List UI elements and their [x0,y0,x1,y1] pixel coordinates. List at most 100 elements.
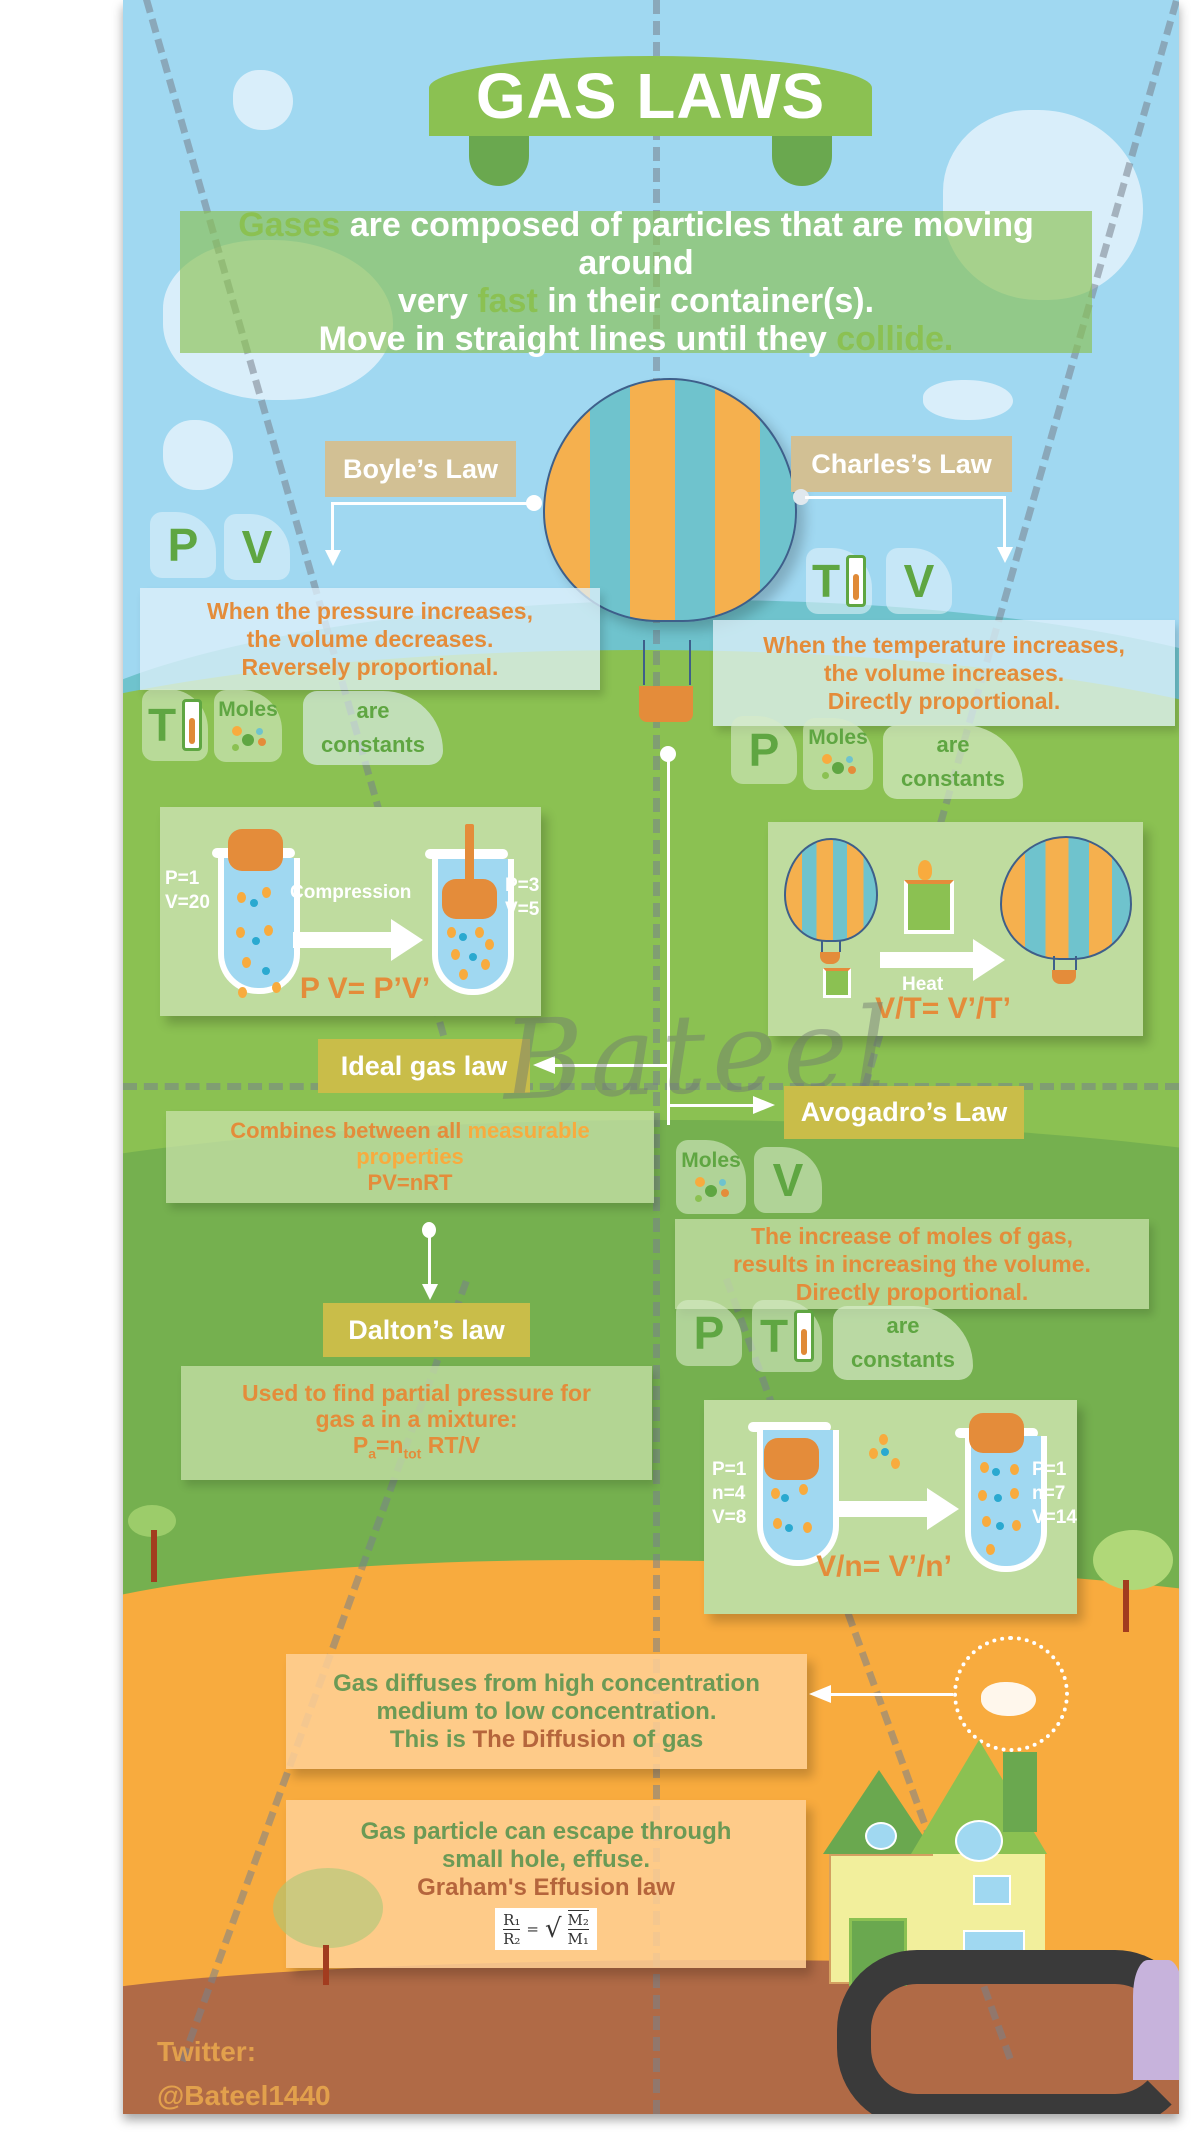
arrow-right-icon [834,1488,959,1530]
dalton-description: Used to find partial pressure for gas a … [181,1366,652,1480]
arrow-left-icon [809,1685,831,1703]
piston-icon [969,1413,1024,1453]
constant-tile-t: T [752,1300,822,1372]
smoke-cloud-icon [981,1682,1036,1716]
thermometer-icon [794,1310,815,1362]
after-values: P=3 V=5 [505,874,539,922]
page-title: GAS LAWS [429,56,872,136]
thermometer-icon [846,555,867,607]
connector-line [805,496,1005,499]
cloud [233,70,293,130]
moles-value: n=4 [712,1483,746,1504]
molecule-icon [691,1175,731,1205]
balloon-basket-icon [1052,970,1076,984]
formula-part: =n [375,1431,404,1458]
description-line: Reversely proportional. [241,654,499,680]
graham-text: Gas particle can escape through [360,1818,732,1845]
formula-part: M₁ [567,1930,589,1948]
boyle-compression-diagram: P=1 V=20 Compression P=3 V=5 P V= P’V’ [160,807,541,1016]
piston-icon [442,879,497,919]
small-balloon-icon [784,838,878,942]
variable-tile-t: T [806,548,872,614]
before-values: P=1 n=4 V=8 [712,1458,746,1530]
tree-trunk [323,1945,329,1985]
variable-letter: V [903,555,935,607]
sqrt-icon: √ [544,1914,562,1944]
intro-box: Gases are composed of particles that are… [180,206,1092,358]
before-values: P=1 V=20 [165,867,210,915]
constant-tile-moles: Moles [803,718,873,790]
infographic-poster: GAS LAWS Gases are composed of particles… [123,0,1179,2114]
connector-dot [660,746,676,762]
description-line: the volume increases. [823,660,1065,686]
piston-rod [465,824,474,884]
constant-tile-moles: Moles [214,690,282,762]
variable-letter: P [693,1307,725,1359]
description-line: Used to find partial pressure for [242,1379,591,1406]
connector-dot [526,495,542,511]
connector-line [1003,496,1006,548]
cloud [923,380,1013,420]
arrow-right-icon [880,939,1005,981]
variable-letter: T [759,1310,789,1362]
tree-icon [1093,1530,1173,1590]
diffusion-text: of gas [625,1725,704,1753]
volume-value: V=5 [505,899,540,920]
connector-line [828,1693,953,1696]
tree-icon [273,1868,383,1948]
avogadro-description: The increase of moles of gas, results in… [675,1219,1149,1309]
constants-text: are [936,732,970,757]
avogadro-law-label: Avogadro’s Law [784,1086,1024,1139]
formula-part: RT/V [421,1431,481,1458]
description-line: When the pressure increases, [207,598,533,624]
description-text: Combines between all [230,1118,468,1143]
constants-text: constants [851,1347,955,1372]
charles-heat-diagram: Heat V/T= V’/T’ [768,822,1143,1036]
description-highlight: properties [356,1144,464,1169]
constant-tile-t: T [142,689,208,761]
molecule-icon [228,724,268,754]
diffusion-highlight: The Diffusion [472,1725,626,1753]
formula-part: P [352,1431,369,1458]
charles-formula: V/T= V’/T’ [875,992,1011,1025]
twitter-label: Twitter: [157,2036,257,2067]
avogadro-formula: V/n= V’/n’ [816,1550,952,1583]
pressure-value: P=3 [505,875,540,896]
constants-note: are constants [833,1306,973,1380]
formula-subscript: tot [403,1445,422,1462]
variable-letter: V [241,521,273,573]
diffusion-box: Gas diffuses from high concentration med… [286,1654,807,1769]
tube-rim [748,1422,831,1432]
charles-law-label: Charles’s Law [791,436,1012,492]
description-line: Directly proportional. [827,688,1061,714]
balloon-ropes [643,640,691,685]
description-line: the volume decreases. [246,626,494,652]
thermometer-icon [182,699,203,751]
intro-highlight: collide. [836,320,954,358]
dalton-formula: Pa=ntot RT/V [353,1432,480,1467]
variable-tile-moles: Moles [676,1140,746,1214]
constant-tile-p: P [731,716,797,784]
description-line: gas a in a mixture: [315,1405,518,1432]
variable-letter: T [147,699,177,751]
constants-text: are [356,698,390,723]
graham-box: Gas particle can escape through small ho… [286,1800,806,1968]
title-banner: GAS LAWS [429,56,872,186]
intro-text: Move in straight lines until they [318,320,837,358]
window-icon [973,1875,1011,1905]
house-icon [823,1740,1063,1986]
connector-line [428,1236,431,1286]
cooling-tower-icon [1133,1960,1179,2080]
ideal-gas-law-label: Ideal gas law [318,1039,530,1093]
cloud [163,420,233,490]
boyle-description: When the pressure increases, the volume … [140,588,600,690]
moles-label: Moles [808,726,868,749]
variable-letter: P [167,519,199,571]
chimney [1003,1752,1037,1832]
connector-line [331,502,531,505]
dashed-guide-line [653,0,660,2114]
connector-line [553,1064,669,1067]
arrow-down-icon [325,550,341,566]
volume-value: V=20 [165,892,210,913]
diffusion-text: medium to low concentration. [376,1697,717,1725]
